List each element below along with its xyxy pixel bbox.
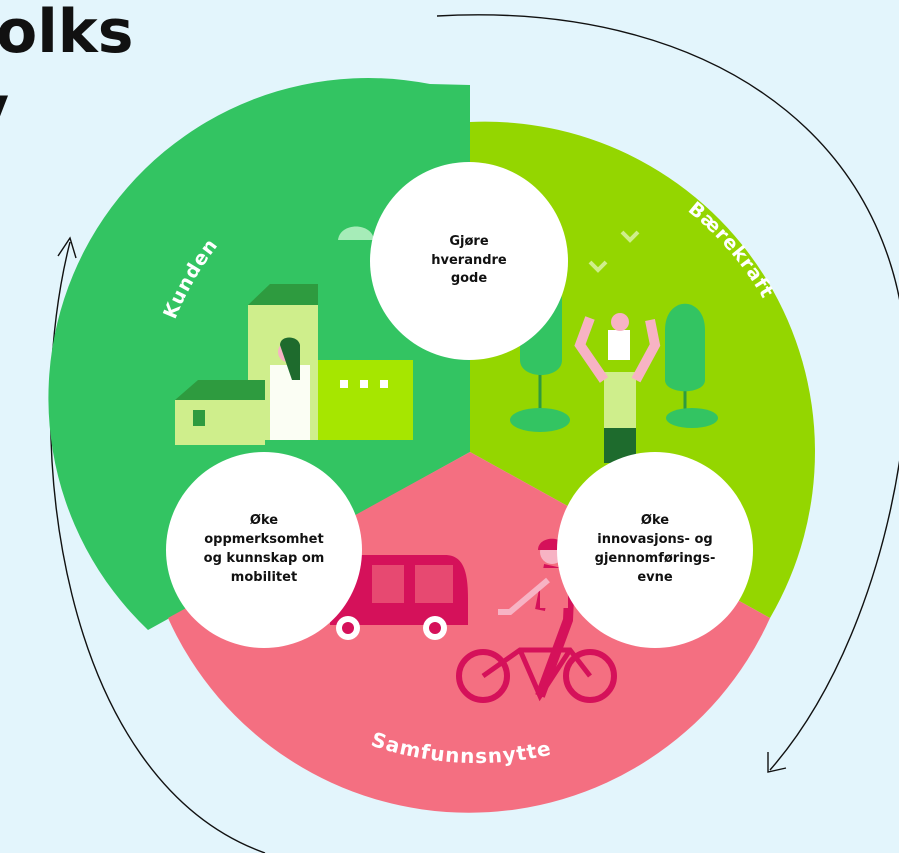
bubble-right: Øke innovasjons- og gjennomførings- evne <box>557 452 753 648</box>
cycle-arrow-right <box>436 14 899 771</box>
heading-line-2: y <box>0 78 9 138</box>
bus-illustration <box>330 555 468 640</box>
page-heading-fragment: olks y <box>0 0 240 150</box>
bubble-right-text: Øke innovasjons- og gjennomførings- evne <box>594 513 716 585</box>
bubble-top: Gjøre hverandre gode <box>370 162 568 360</box>
houses-illustration <box>175 226 413 445</box>
family-illustration <box>574 313 661 463</box>
bubble-left-text: Øke oppmerksomhet og kunnskap om mobilit… <box>203 513 325 585</box>
bubble-left: Øke oppmerksomhet og kunnskap om mobilit… <box>166 452 362 648</box>
cycle-arrow-left-head <box>57 236 77 259</box>
cycle-arrow-right-head <box>767 752 787 773</box>
bubble-top-text: Gjøre hverandre gode <box>431 233 507 287</box>
cycle-arrow-left <box>49 241 266 853</box>
heading-line-1: olks <box>0 0 134 67</box>
